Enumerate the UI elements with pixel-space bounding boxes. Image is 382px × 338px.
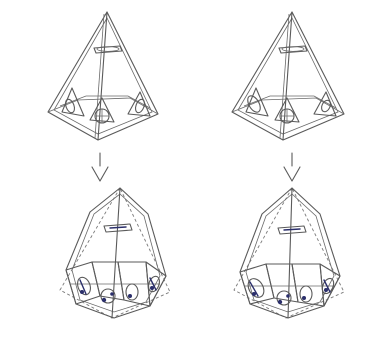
left-arrow [92,153,108,181]
left-before-panel [48,12,158,140]
right-before-panel [232,12,344,140]
right-after-panel [234,188,344,318]
left-after-panel [60,188,170,318]
right-arrow [284,153,300,181]
